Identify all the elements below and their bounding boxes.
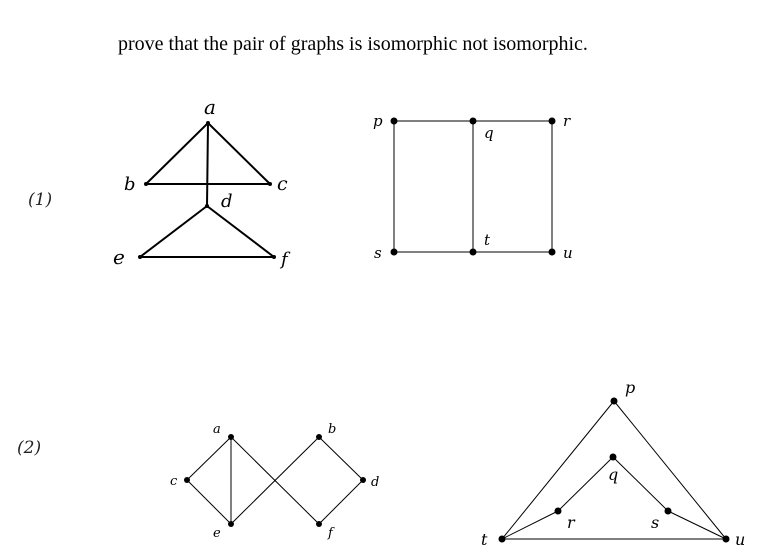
g2-right-edge-r-q [557,456,614,512]
g2-right-edge-p-u [613,400,727,540]
g1-right-vertex-r [548,117,556,125]
g2-right-vertex-label-p: p [625,378,635,397]
g1-left-vertex-label-d: d [221,191,233,212]
g2-right-vertex-s [664,507,672,515]
part-label-1: (1) [28,190,53,210]
g2-left-vertex-label-c: c [170,474,178,489]
g1-right-vertex-t [469,248,477,256]
g2-left-vertex-e [228,521,234,527]
g1-right-vertex-label-u: u [563,244,573,262]
part-label-2: (2) [17,438,42,458]
g1-left-vertex-d [205,204,209,208]
g2-left-vertex-label-a: a [213,422,221,437]
g2-left-vertex-label-d: d [371,475,379,490]
problem-statement: prove that the pair of graphs is isomorp… [118,33,588,55]
g2-right-edge-s-u [667,510,727,540]
g2-left-vertex-a [228,434,234,440]
g2-left-vertex-label-f: f [327,526,335,541]
g1-left-vertex-c [268,182,272,186]
g2-right-edge-t-r [501,510,559,540]
g2-right-vertex-label-r: r [567,513,576,532]
g2-left-vertex-b [316,434,322,440]
g1-left-vertex-f [272,255,276,259]
g1-left-vertex-label-e: e [113,245,125,269]
g2-left-vertex-c [184,477,190,483]
g2-left-vertex-f [316,521,322,527]
g2-left-edge-e-b [230,436,320,525]
g1-right-vertex-label-q: q [484,124,494,142]
g1-right-vertex-q [469,117,477,125]
g2-right-vertex-u [722,535,730,543]
g2-right-vertex-q [609,453,617,461]
g2-left-vertex-d [360,477,366,483]
g1-left-vertex-a [206,121,210,125]
g2-right-vertex-p [610,397,618,405]
g1-left-edge-a-c [207,122,271,185]
g1-right-vertex-label-t: t [484,231,491,249]
g2-right-vertex-label-u: u [735,530,745,549]
g1-right-vertex-label-s: s [374,244,382,262]
graph-2-right: p q r s t u [481,378,745,549]
g2-left-edge-b-d [318,436,364,481]
g1-right-vertex-u [548,248,556,256]
g2-right-vertex-label-q: q [608,465,618,484]
g1-left-vertex-e [138,255,142,259]
g2-right-vertex-r [554,507,562,515]
g2-right-vertex-t [498,535,506,543]
g1-left-vertex-label-b: b [124,174,136,195]
g1-left-vertex-label-f: f [279,249,291,270]
g1-left-edge-a-d [206,122,209,207]
g2-right-edge-p-t [501,400,615,540]
g1-left-vertex-label-c: c [277,173,288,195]
g2-left-vertex-label-e: e [213,526,221,541]
g1-right-vertex-s [390,248,398,256]
g1-right-vertex-p [390,117,398,125]
g1-right-vertex-label-p: p [373,112,383,130]
g2-left-vertex-label-b: b [328,422,336,437]
g1-left-edge-d-f [206,205,275,258]
graph-1-left: a b c d e f [113,95,291,270]
g1-left-edge-a-b [145,122,209,185]
g1-left-edge-d-e [139,205,208,258]
g2-left-edge-a-c [186,436,232,481]
g2-left-edge-d-f [318,479,364,525]
g2-right-vertex-label-t: t [481,530,488,549]
g2-left-edge-c-e [186,479,232,525]
g1-right-vertex-label-r: r [563,112,571,130]
g2-right-vertex-label-s: s [651,513,659,532]
g1-left-vertex-b [144,182,148,186]
g1-left-vertex-label-a: a [204,95,216,119]
graph-2-left: a b c d e f [170,422,379,541]
graph-1-right: p q r s t u [373,112,573,262]
g2-right-edge-q-s [612,456,669,512]
